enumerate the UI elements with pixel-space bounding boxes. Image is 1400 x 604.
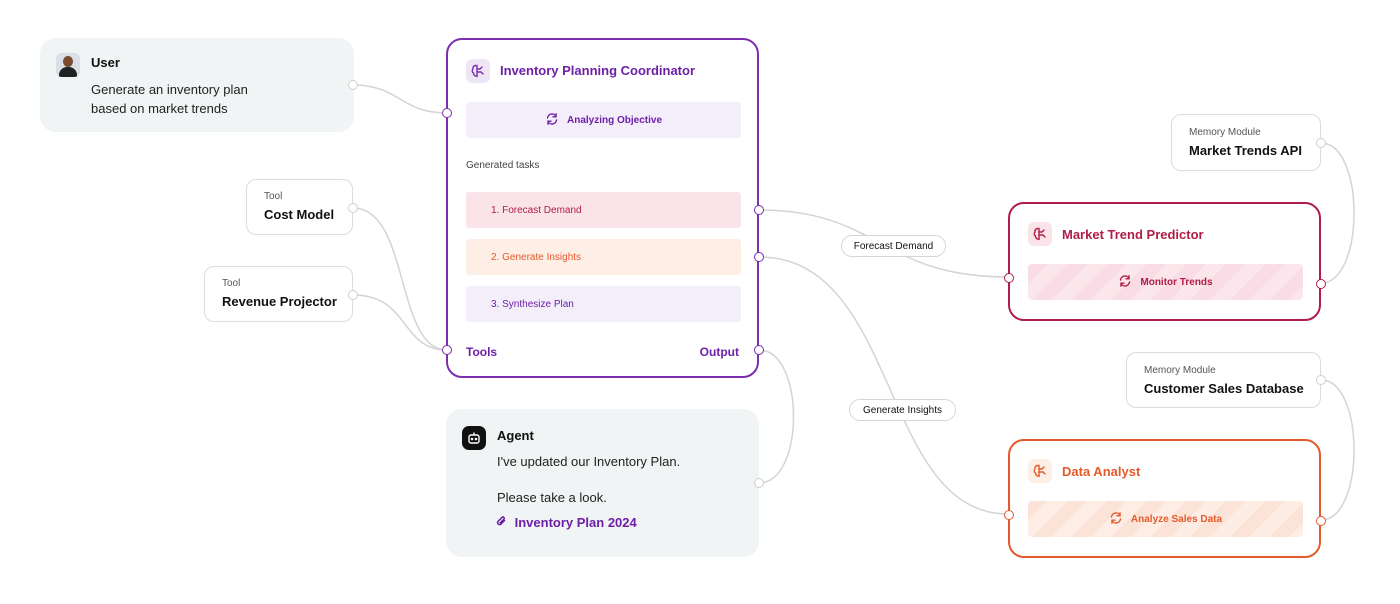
user-avatar [56,53,80,77]
tool-cost-model[interactable]: Tool Cost Model [246,179,358,235]
subagent-status: Monitor Trends [1028,264,1303,300]
tool-port[interactable] [348,290,358,300]
tool-port[interactable] [348,203,358,213]
task1-output-port[interactable] [754,205,764,215]
subagent-status: Analyze Sales Data [1028,501,1303,537]
subagent-title: Data Analyst [1062,464,1141,479]
task-item[interactable]: 3. Synthesize Plan [466,286,741,322]
agent-input-port[interactable] [754,478,764,488]
link-insights-data [758,256,1009,515]
task2-output-port[interactable] [754,252,764,262]
coordinator-input-port[interactable] [442,108,452,118]
refresh-icon [1109,511,1123,528]
output-label: Output [699,345,739,359]
tool-revenue-projector[interactable]: Tool Revenue Projector [204,266,358,322]
coordinator-status: Analyzing Objective [466,102,741,138]
memory-kind-label: Memory Module [1144,365,1216,376]
agent-message-line: I've updated our Inventory Plan. [497,454,681,469]
edge-label-insights: Generate Insights [849,399,956,421]
memory-customer-sales-database[interactable]: Memory Module Customer Sales Database [1126,352,1326,408]
inventory-plan-link[interactable]: Inventory Plan 2024 [496,515,637,530]
tools-label: Tools [466,345,498,359]
tool-kind-label: Tool [222,278,241,289]
memory-name: Customer Sales Database [1144,381,1304,396]
generated-tasks-label: Generated tasks [466,160,540,171]
link-output-agent [758,349,795,484]
link-marketapi-market [1320,142,1355,284]
subagent-input-port[interactable] [1004,510,1014,520]
user-message: Generate an inventory plan based on mark… [91,82,248,116]
subagent-status-text: Analyze Sales Data [1130,513,1223,525]
edge-label-forecast: Forecast Demand [841,235,946,257]
memory-kind-label: Memory Module [1189,127,1261,138]
brain-icon [1028,459,1052,483]
link-revenue-tools [352,294,448,351]
subagent-title: Market Trend Predictor [1062,227,1204,242]
robot-icon [462,426,486,450]
link-cost-tools [352,207,448,351]
coordinator-status-text: Analyzing Objective [566,114,663,126]
agent-message-card: Agent I've updated our Inventory Plan. P… [446,409,764,557]
subagent-memory-port[interactable] [1316,516,1326,526]
user-message-card: User Generate an inventory plan based on… [40,38,358,132]
subagent-status-text: Monitor Trends [1140,276,1213,288]
agent-message-line: Please take a look. [497,490,607,505]
user-output-port[interactable] [348,80,358,90]
memory-port[interactable] [1316,375,1326,385]
task-item[interactable]: 1. Forecast Demand [466,192,741,228]
output-port[interactable] [754,345,764,355]
inventory-plan-link-text[interactable]: Inventory Plan 2024 [514,515,637,530]
refresh-icon [545,112,559,129]
market-trend-predictor-card[interactable]: Market Trend Predictor Monitor Trends [1004,202,1326,321]
tool-name: Revenue Projector [222,294,337,309]
memory-name: Market Trends API [1189,143,1302,158]
link-user-coordinator [352,84,448,114]
refresh-icon [1118,274,1132,291]
memory-market-trends-api[interactable]: Memory Module Market Trends API [1171,114,1326,171]
coordinator-card[interactable]: Inventory Planning Coordinator Analyzing… [442,38,764,378]
data-analyst-card[interactable]: Data Analyst Analyze Sales Data [1004,439,1326,558]
brain-icon [1028,222,1052,246]
tool-name: Cost Model [264,207,335,222]
task-item[interactable]: 2. Generate Insights [466,239,741,275]
subagent-memory-port[interactable] [1316,279,1326,289]
user-title: User [91,55,120,70]
tool-kind-label: Tool [264,191,283,202]
memory-port[interactable] [1316,138,1326,148]
agent-title: Agent [497,428,534,443]
subagent-input-port[interactable] [1004,273,1014,283]
paperclip-icon [496,515,511,530]
link-salesdb-data [1320,379,1355,521]
coordinator-title: Inventory Planning Coordinator [500,63,696,78]
tools-port[interactable] [442,345,452,355]
brain-icon [466,59,490,83]
